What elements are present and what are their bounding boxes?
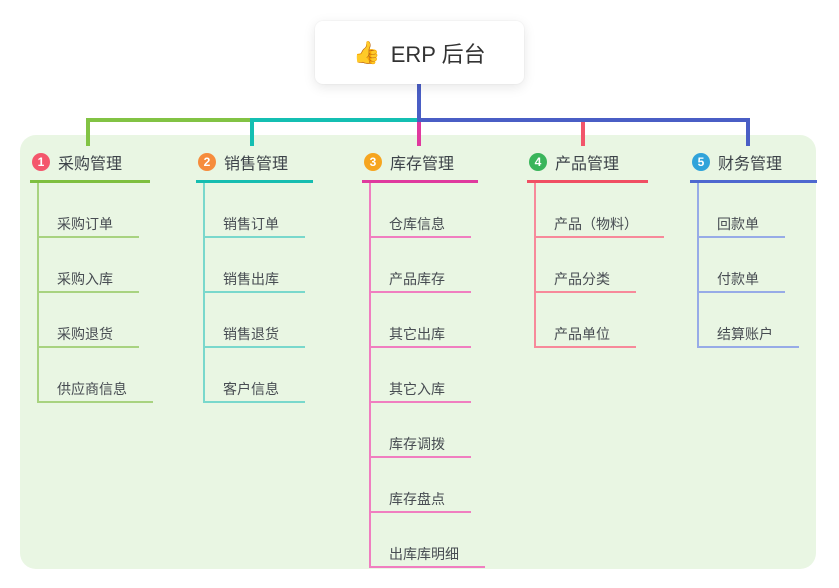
child-node[interactable]: 采购入库 (39, 238, 139, 293)
root-node-label: ERP 后台 (390, 41, 486, 67)
child-node[interactable]: 结算账户 (699, 293, 799, 348)
branch-product: 4 产品管理 产品（物料） 产品分类产品单位 (527, 146, 664, 348)
branch-label-finance: 财务管理 (718, 156, 783, 173)
child-node-label: 供应商信息 (57, 381, 127, 397)
mindmap-canvas-panel (20, 135, 816, 569)
child-node[interactable]: 其它入库 (371, 348, 471, 403)
child-node[interactable]: 产品（物料） (536, 183, 664, 238)
child-node[interactable]: 产品分类 (536, 238, 636, 293)
branch-node-sales[interactable]: 2 销售管理 (196, 146, 313, 183)
child-node-label: 采购退货 (57, 326, 113, 342)
thumbs-up-icon: 👍 (353, 39, 381, 65)
branch-label-inventory: 库存管理 (390, 156, 455, 173)
child-node-label: 结算账户 (717, 326, 773, 342)
child-node-label: 产品（物料） (554, 216, 638, 232)
child-node[interactable]: 采购订单 (39, 183, 139, 238)
branch-children-inventory: 仓库信息产品库存其它出库其它入库库存调拨库存盘点出库库明细 (369, 183, 485, 568)
badge-2: 2 (198, 153, 216, 171)
child-node-label: 其它入库 (389, 381, 445, 397)
branch-children-finance: 回款单付款单结算账户 (697, 183, 799, 348)
child-node-label: 库存调拨 (389, 436, 445, 452)
child-node[interactable]: 销售订单 (205, 183, 305, 238)
badge-4: 4 (529, 153, 547, 171)
child-node[interactable]: 仓库信息 (371, 183, 471, 238)
root-node[interactable]: 👍 ERP 后台 (315, 21, 524, 84)
child-node-label: 其它出库 (389, 326, 445, 342)
branch-children-sales: 销售订单销售出库销售退货客户信息 (203, 183, 305, 403)
child-node[interactable]: 库存调拨 (371, 403, 471, 458)
branch-children-purchase: 采购订单采购入库采购退货供应商信息 (37, 183, 153, 403)
child-node[interactable]: 产品库存 (371, 238, 471, 293)
child-node-label: 产品分类 (554, 271, 610, 287)
branch-node-inventory[interactable]: 3 库存管理 (362, 146, 478, 183)
child-node[interactable]: 销售出库 (205, 238, 305, 293)
child-node-label: 产品单位 (554, 326, 610, 342)
branch-node-product[interactable]: 4 产品管理 (527, 146, 648, 183)
badge-5: 5 (692, 153, 710, 171)
branch-node-purchase[interactable]: 1 采购管理 (30, 146, 150, 183)
child-node[interactable]: 付款单 (699, 238, 785, 293)
child-node-label: 销售出库 (223, 271, 279, 287)
child-node-label: 销售退货 (223, 326, 279, 342)
child-node[interactable]: 供应商信息 (39, 348, 153, 403)
child-node-label: 出库库明细 (389, 546, 459, 562)
branch-label-product: 产品管理 (555, 156, 620, 173)
child-node[interactable]: 客户信息 (205, 348, 305, 403)
child-node-label: 回款单 (717, 216, 759, 232)
branch-label-purchase: 采购管理 (58, 156, 123, 173)
child-node[interactable]: 回款单 (699, 183, 785, 238)
child-node-label: 产品库存 (389, 271, 445, 287)
child-node[interactable]: 产品单位 (536, 293, 636, 348)
child-node-label: 客户信息 (223, 381, 279, 397)
branch-inventory: 3 库存管理 仓库信息产品库存其它出库其它入库库存调拨库存盘点出库库明细 (362, 146, 485, 568)
child-node-label: 采购订单 (57, 216, 113, 232)
child-node-label: 库存盘点 (389, 491, 445, 507)
badge-3: 3 (364, 153, 382, 171)
child-node[interactable]: 销售退货 (205, 293, 305, 348)
branch-children-product: 产品（物料） 产品分类产品单位 (534, 183, 664, 348)
child-node-label: 付款单 (717, 271, 759, 287)
badge-1: 1 (32, 153, 50, 171)
child-node-label: 仓库信息 (389, 216, 445, 232)
child-node[interactable]: 采购退货 (39, 293, 139, 348)
child-node[interactable]: 出库库明细 (371, 513, 485, 568)
branch-node-finance[interactable]: 5 财务管理 (690, 146, 817, 183)
child-node-label: 销售订单 (223, 216, 279, 232)
branch-label-sales: 销售管理 (224, 156, 289, 173)
child-node[interactable]: 其它出库 (371, 293, 471, 348)
branch-sales: 2 销售管理 销售订单销售出库销售退货客户信息 (196, 146, 313, 403)
child-node[interactable]: 库存盘点 (371, 458, 471, 513)
child-node-label: 采购入库 (57, 271, 113, 287)
branch-purchase: 1 采购管理 采购订单采购入库采购退货供应商信息 (30, 146, 153, 403)
branch-finance: 5 财务管理 回款单付款单结算账户 (690, 146, 817, 348)
